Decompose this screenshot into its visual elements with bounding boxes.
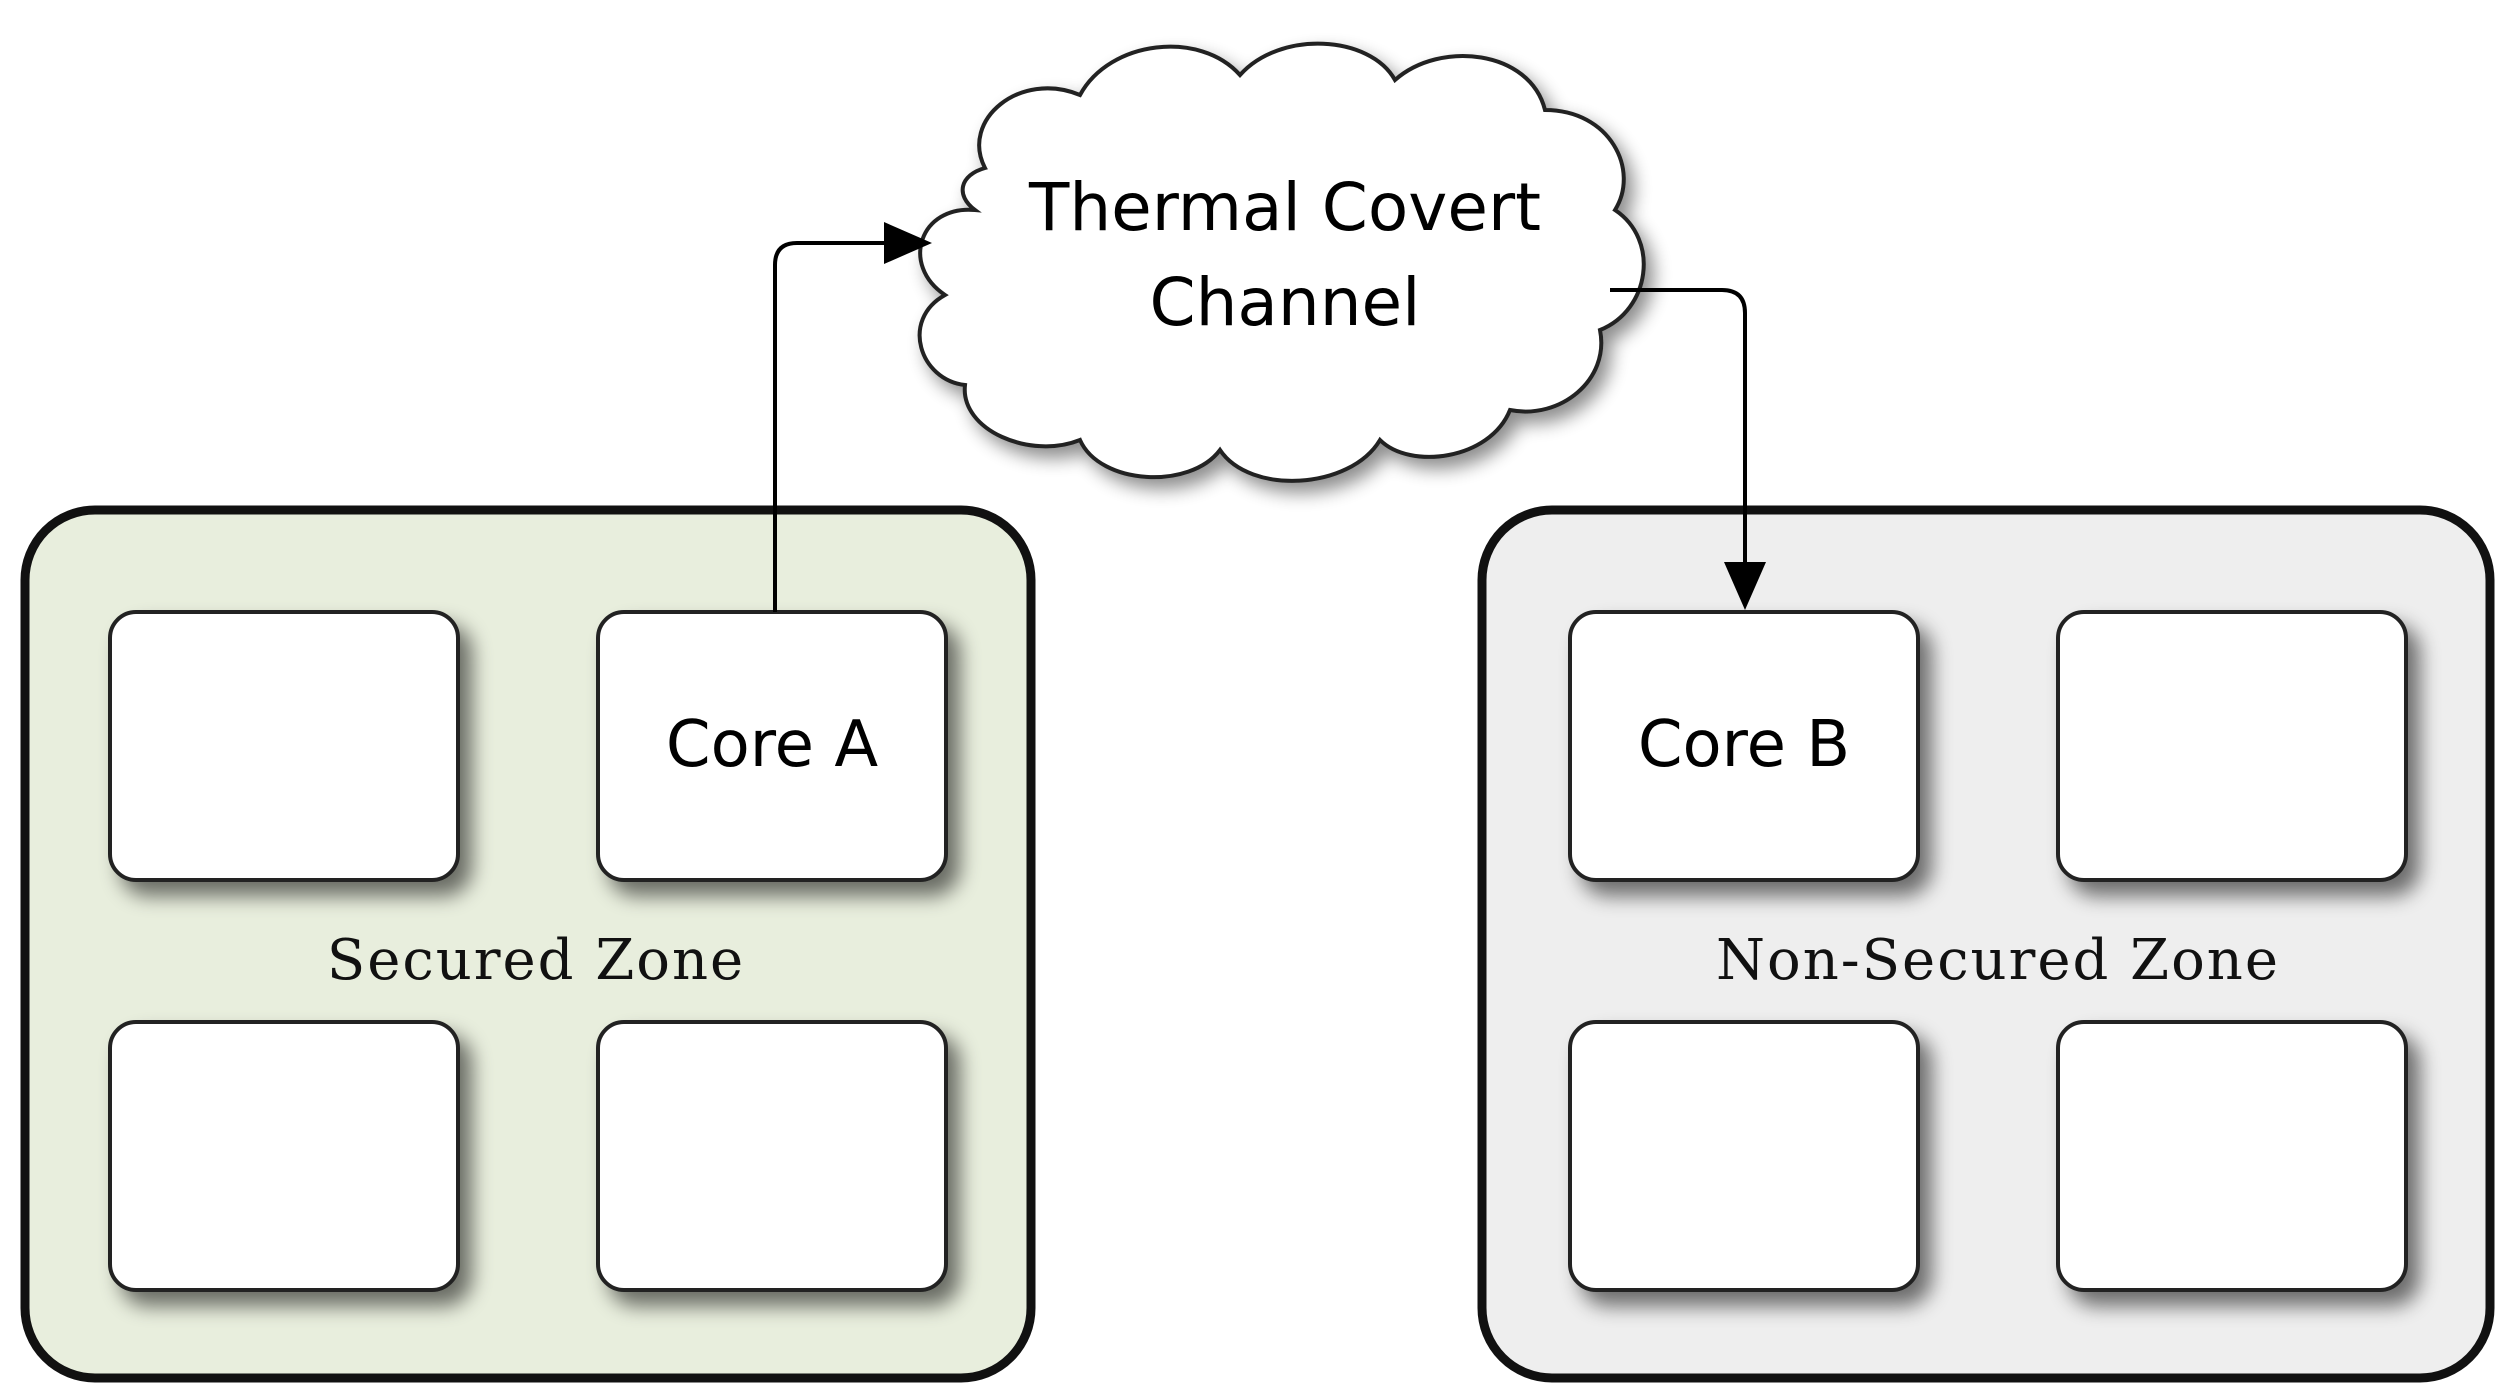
secured-core-bottom-left: [108, 1020, 460, 1292]
non-secured-zone-label: Non-Secured Zone: [1716, 928, 2280, 993]
cloud-shape: [917, 41, 1646, 483]
cloud-label-line2: Channel: [1150, 264, 1421, 341]
core-a: Core A: [596, 610, 948, 882]
secured-core-bottom-right: [596, 1020, 948, 1292]
non-secured-zone: Core B Non-Secured Zone: [1477, 505, 2495, 1383]
secured-zone-label: Secured Zone: [327, 928, 745, 993]
thermal-covert-channel-cloud: Thermal Covert Channel: [917, 41, 1646, 483]
core-a-label: Core A: [666, 708, 878, 782]
arrow-core-a-to-cloud: [773, 222, 932, 612]
arrow-core-a-to-cloud-head: [884, 222, 932, 264]
core-b-box: [1568, 610, 1920, 882]
core-a-box: [596, 610, 948, 882]
non-secured-core-top-right: [2056, 610, 2408, 882]
secured-zone: Core A Secured Zone: [20, 505, 1036, 1383]
arrow-cloud-to-core-b: [1610, 288, 1766, 610]
secured-core-top-left: [108, 610, 460, 882]
arrow-cloud-to-core-b-head: [1724, 562, 1766, 610]
cloud-label-line1: Thermal Covert: [1028, 169, 1541, 246]
arrow-cloud-to-core-b-line: [1610, 288, 1747, 565]
non-secured-core-bottom-left: [1568, 1020, 1920, 1292]
core-b-label: Core B: [1638, 708, 1850, 782]
core-b: Core B: [1568, 610, 1920, 882]
arrow-core-a-to-cloud-line: [773, 241, 890, 612]
non-secured-core-bottom-right: [2056, 1020, 2408, 1292]
